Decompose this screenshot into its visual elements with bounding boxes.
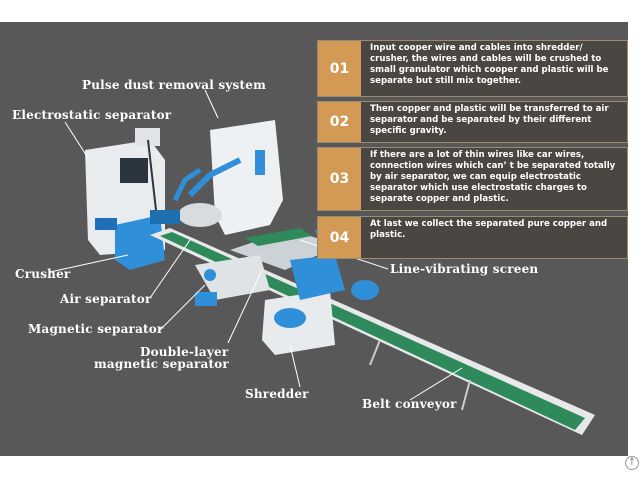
step-04: 04 At last we collect the separated pure… xyxy=(317,216,628,259)
magnetic-separator xyxy=(195,255,270,306)
step-02: 02 Then copper and plastic will be trans… xyxy=(317,101,628,143)
step-03: 03 If there are a lot of thin wires like… xyxy=(317,147,628,211)
label-double-layer-magnetic-separator: magnetic separator xyxy=(94,357,229,371)
label-air-separator: Air separator xyxy=(60,292,152,306)
step-text: If there are a lot of thin wires like ca… xyxy=(370,150,616,204)
label-magnetic-separator: Magnetic separator xyxy=(28,322,164,336)
label-electrostatic-separator: Electrostatic separator xyxy=(12,108,172,122)
step-number: 02 xyxy=(318,102,361,142)
label-belt-conveyor: Belt conveyor xyxy=(362,397,457,411)
step-text: Then copper and plastic will be transfer… xyxy=(370,104,609,136)
label-pulse-dust-removal-system: Pulse dust removal system xyxy=(82,78,266,92)
step-text: Input cooper wire and cables into shredd… xyxy=(370,43,609,86)
label-line-vibrating-screen: Line-vibrating screen xyxy=(390,262,539,276)
step-number: 01 xyxy=(318,41,361,96)
label-double-layer: Double-layer xyxy=(140,345,229,359)
step-number: 03 xyxy=(318,148,361,210)
label-crusher: Crusher xyxy=(15,267,71,281)
air-separator xyxy=(178,203,222,227)
scroll-to-top-icon[interactable]: ↑ xyxy=(625,456,639,470)
shredder xyxy=(262,255,379,355)
pulse-dust-removal-system xyxy=(172,120,283,235)
step-01: 01 Input cooper wire and cables into shr… xyxy=(317,40,628,97)
step-text: At last we collect the separated pure co… xyxy=(370,219,608,240)
label-shredder: Shredder xyxy=(245,387,309,401)
crusher xyxy=(95,210,180,270)
leader-lines xyxy=(49,89,463,401)
step-number: 04 xyxy=(318,217,361,258)
